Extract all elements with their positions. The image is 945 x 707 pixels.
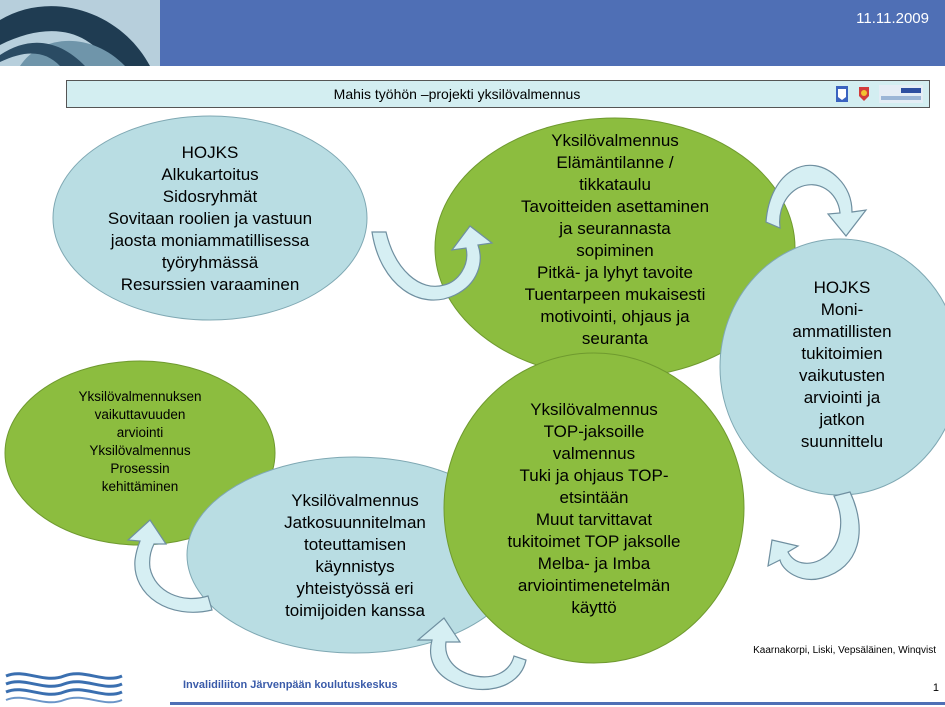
text-line: arviointimenetelmän [517,576,671,595]
emblem-logo [859,87,869,101]
arrow-top-to-jatko-icon [416,617,527,691]
text-line: valmennus [552,444,636,463]
text-line: suunnittelu [800,432,884,451]
coat-of-arms-logo [836,86,848,102]
date-label: 11.11.2009 [856,10,929,27]
eu-logo [879,85,923,103]
text-line: Sovitaan roolien ja vastuun [107,209,313,228]
text-line: tukitoimet TOP jaksolle [507,532,681,551]
slide-title: Mahis työhön –projekti yksilövalmennus [333,86,581,102]
text-line: toimijoiden kanssa [285,601,425,620]
text-line: kehittäminen [101,479,179,494]
text-line: arviointi ja [803,388,881,407]
flow-arrows [126,164,868,691]
bubble-top [443,352,745,664]
hojks-evaluation-text: HOJKS Moni- ammatillisten tukitoimien va… [772,277,912,453]
bubble-shapes [4,115,945,664]
text-line: Tavoitteiden asettaminen [520,197,710,216]
text-line: TOP-jaksoille [543,422,645,441]
text-line: Muut tarvittavat [535,510,653,529]
text-line: käyttö [571,598,617,617]
text-line: Prosessin [110,461,170,476]
title-bar: Mahis työhön –projekti yksilövalmennus [66,80,930,108]
arrow-hojks-to-top-icon [767,491,860,580]
bubble-hojks-start [52,115,368,321]
text-line: Resurssien varaaminen [120,275,300,294]
text-line: Alkukartoitus [161,165,259,184]
arrow-yksilo-to-hojks-icon [765,164,868,237]
organization-name: Invalidiliiton Järvenpään koulutuskeskus [183,679,398,691]
text-line: arviointi [116,425,164,440]
text-line: Yksilövalmennus [530,400,658,419]
arrow-hojks-to-yksilo-icon [371,225,494,301]
text-line: toteuttamisen [303,535,407,554]
text-line: tikkataulu [579,175,651,194]
text-line: Jatkosuunnitelman [284,513,426,532]
text-line: vaikuttavuuden [94,407,186,422]
arviointi-text: Yksilövalmennuksen vaikuttavuuden arvioi… [40,388,240,496]
text-line: HOJKS [181,143,239,162]
text-line: Yksilövalmennuksen [78,389,202,404]
hojks-start-text: HOJKS Alkukartoitus Sidosryhmät Sovitaan… [60,142,360,296]
text-line: HOJKS [813,278,871,297]
text-line: käynnistys [315,557,395,576]
credits-text: Kaarnakorpi, Liski, Vepsäläinen, Winqvis… [753,645,936,656]
text-line: sopiminen [576,241,654,260]
page-number: 1 [932,682,939,694]
text-line: etsintään [559,488,629,507]
footer-divider [170,702,945,705]
text-line: seuranta [581,329,649,348]
header-logo [0,0,190,66]
text-line: tukitoimien [801,344,883,363]
waves-logo [5,672,123,704]
text-line: Elämäntilanne / [556,153,674,172]
top-text: Yksilövalmennus TOP-jaksoille valmennus … [464,399,724,619]
arrow-jatko-to-arviointi-icon [126,519,213,613]
text-line: motivointi, ohjaus ja [540,307,690,326]
text-line: Tuki ja ohjaus TOP- [519,466,669,485]
text-line: ammatillisten [792,322,892,341]
text-line: Yksilövalmennus [291,491,419,510]
text-line: yhteistyössä eri [296,579,414,598]
text-line: Sidosryhmät [162,187,258,206]
text-line: ja seurannasta [559,219,671,238]
yksilovalmennus-start-text: Yksilövalmennus Elämäntilanne / tikkatau… [475,130,755,350]
text-line: Yksilövalmennus [551,131,679,150]
text-line: Yksilövalmennus [89,443,191,458]
text-line: vaikutusten [799,366,885,385]
text-line: työryhmässä [161,253,259,272]
text-line: Tuentarpeen mukaisesti [524,285,706,304]
text-line: Moni- [820,300,864,319]
text-line: jatkon [819,410,865,429]
partner-logos [835,84,923,104]
text-line: jaosta moniammatillisessa [110,231,310,250]
text-line: Melba- ja Imba [537,554,651,573]
jatkosuunnitelma-text: Yksilövalmennus Jatkosuunnitelman toteut… [225,490,485,622]
text-line: Pitkä- ja lyhyt tavoite [537,263,693,282]
